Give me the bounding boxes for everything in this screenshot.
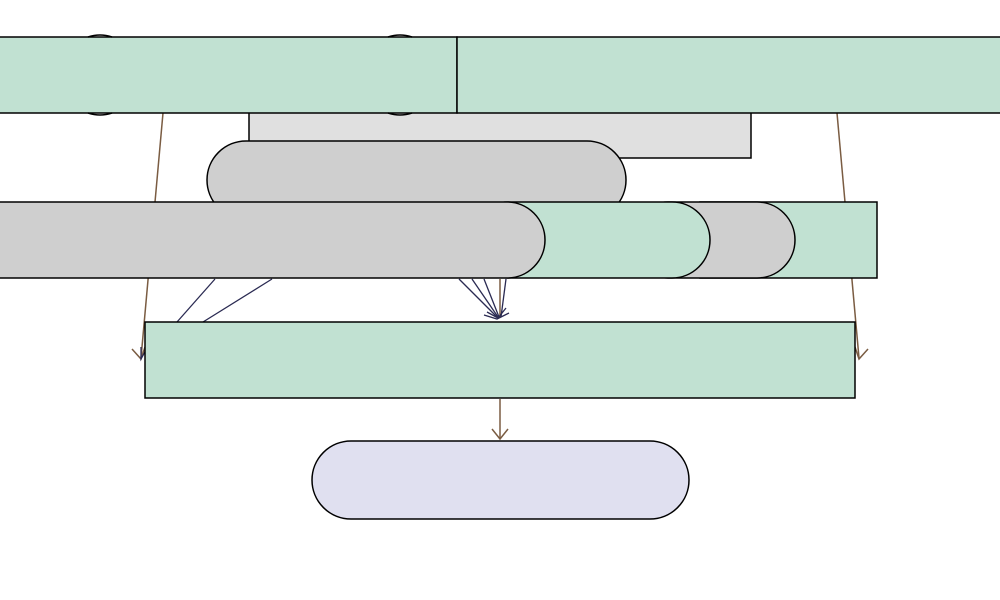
arrowhead-hub-top-2 — [486, 307, 507, 319]
edge-fan-1 — [458, 278, 498, 318]
edge-fan-3 — [483, 278, 500, 318]
edge-fan-2 — [471, 278, 499, 318]
arrowhead-hub-top — [483, 312, 510, 320]
hub-box[interactable] — [144, 321, 856, 399]
edge-capsule-to-hub-2 — [202, 278, 273, 323]
wide-gray-capsule[interactable] — [0, 201, 546, 279]
top-right-box[interactable] — [456, 36, 1000, 114]
arrowhead-terminal — [491, 428, 509, 441]
arrowhead-hub-left — [131, 346, 146, 361]
terminal-capsule[interactable] — [311, 440, 690, 520]
edge-capsule-to-hub-1 — [176, 278, 216, 323]
arrowheads — [131, 307, 869, 441]
arrowhead-hub-right — [854, 346, 869, 361]
edge-fan-5 — [500, 278, 507, 318]
top-left-box[interactable] — [0, 34, 458, 116]
